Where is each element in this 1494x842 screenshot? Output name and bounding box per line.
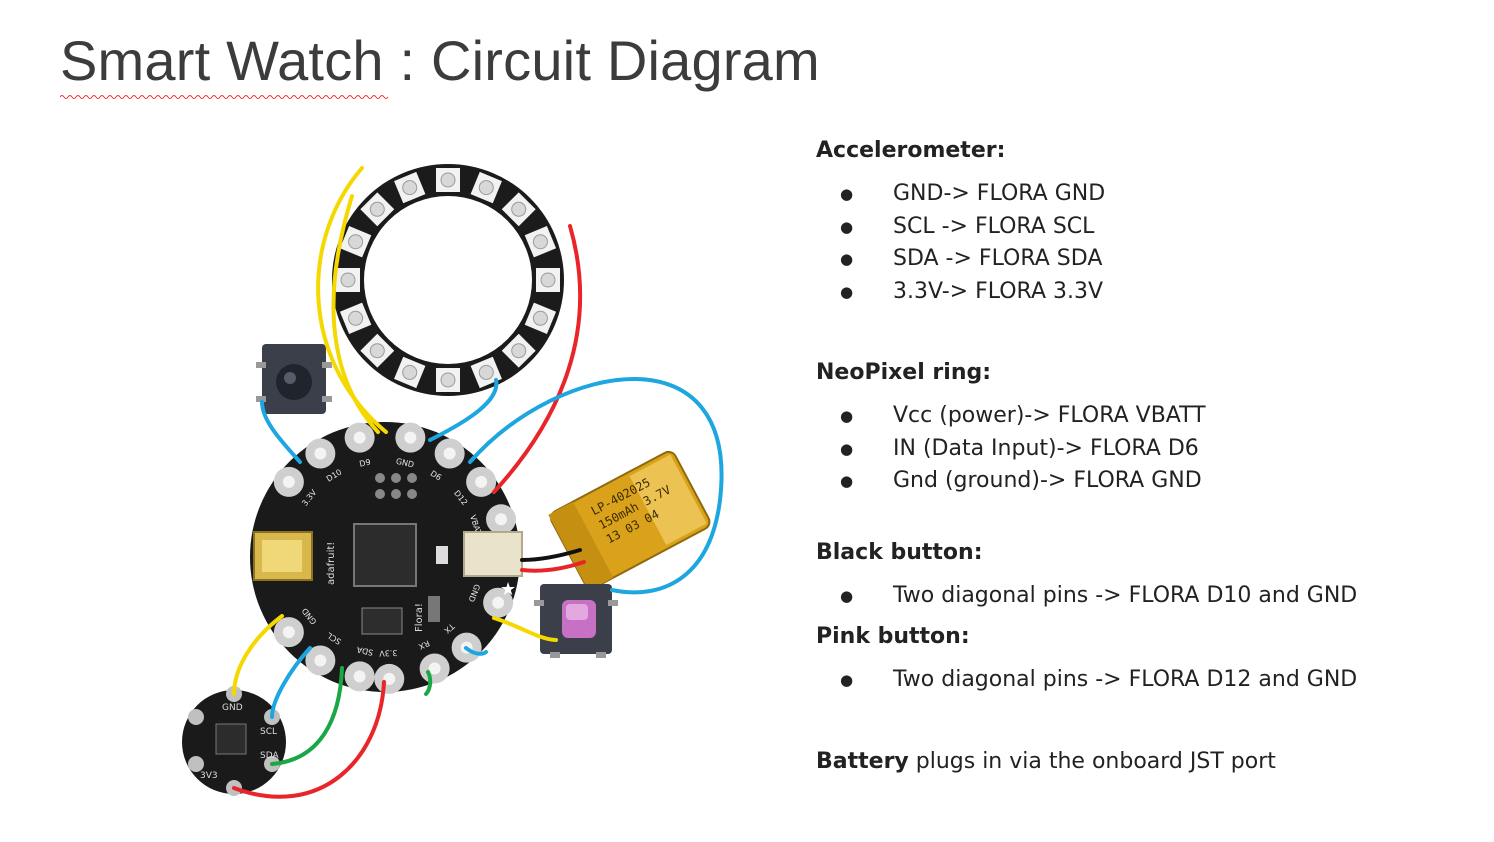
black-button	[256, 344, 332, 414]
section-black-button: Black button: Two diagonal pins -> FLORA…	[816, 538, 1456, 613]
accel-scl-label: SCL	[260, 727, 277, 737]
wire-green-accel	[270, 666, 344, 766]
wire-green-rx	[424, 670, 433, 696]
flora-pad-hole	[443, 447, 456, 460]
section-accelerometer: Accelerometer: GND-> FLORA GND SCL -> FL…	[816, 136, 1456, 308]
list-item: 3.3V-> FLORA 3.3V	[816, 276, 1456, 309]
list-item: IN (Data Input)-> FLORA D6	[816, 433, 1456, 466]
battery-note: Battery plugs in via the onboard JST por…	[816, 747, 1456, 777]
section-heading: NeoPixel ring:	[816, 360, 992, 385]
flora-pad-hole	[492, 596, 505, 609]
neopixel-led-lens	[348, 310, 364, 326]
list-item: SDA -> FLORA SDA	[816, 243, 1456, 276]
flora-pad-hole	[383, 672, 396, 685]
wire-blue-ring	[428, 378, 499, 442]
wire-yellow-ring-2	[331, 194, 380, 434]
neopixel-led-lens	[511, 343, 527, 359]
flora-pad-label: RX	[417, 638, 431, 651]
flora-pad-hole	[314, 447, 327, 460]
neopixel-led-lens	[369, 343, 385, 359]
battery-note-text: plugs in via the onboard JST port	[908, 748, 1276, 774]
section-pink-button: Pink button: Two diagonal pins -> FLORA …	[816, 622, 1456, 697]
pin-notes: Accelerometer: GND-> FLORA GND SCL -> FL…	[816, 136, 1456, 777]
flora-pad-hole	[495, 513, 508, 526]
wires	[232, 166, 724, 799]
pin-list: Vcc (power)-> FLORA VBATT IN (Data Input…	[816, 400, 1456, 498]
wire-yellow-pink	[492, 616, 558, 642]
list-item: Gnd (ground)-> FLORA GND	[816, 465, 1456, 498]
wire-blue-pink	[464, 646, 488, 656]
list-item: Vcc (power)-> FLORA VBATT	[816, 400, 1456, 433]
flora-pad-hole	[282, 475, 295, 488]
section-heading: Black button:	[816, 539, 983, 565]
flora-pad-hole	[475, 475, 488, 488]
pin-list: Two diagonal pins -> FLORA D12 and GND	[816, 664, 1456, 697]
neopixel-led-lens	[540, 272, 556, 288]
flora-pad-hole	[282, 626, 295, 639]
battery-note-bold: Battery	[816, 748, 909, 774]
flora-pad-hole	[428, 662, 441, 675]
section-heading: Accelerometer:	[816, 138, 1006, 163]
pin-list: Two diagonal pins -> FLORA D10 and GND	[816, 580, 1456, 613]
pin-list: GND-> FLORA GND SCL -> FLORA SCL SDA -> …	[816, 178, 1456, 308]
neopixel-led-lens	[478, 364, 494, 380]
neopixel-led-lens	[532, 234, 548, 250]
neopixel-led-lens	[440, 172, 456, 188]
neopixel-ring	[332, 164, 564, 396]
neopixel-led-lens	[440, 372, 456, 388]
neopixel-led-lens	[478, 180, 494, 196]
neopixel-led-lens	[402, 364, 418, 380]
flora-pad-label: GND	[395, 457, 415, 470]
neopixel-led-lens	[348, 234, 364, 250]
neopixel-led-lens	[340, 272, 356, 288]
flora-brand-label: adafruit!	[326, 542, 337, 585]
flora-pad-hole	[404, 431, 417, 444]
wire-red-accel	[232, 680, 386, 799]
star-icon: ★	[500, 579, 516, 600]
circuit-diagram: LP-402025 150mAh 3.7V 13 03 04 GNDD6D12V…	[182, 164, 724, 799]
neopixel-led-lens	[511, 201, 527, 217]
wire-yellow-accel	[232, 614, 284, 696]
lipo-battery: LP-402025 150mAh 3.7V 13 03 04	[548, 450, 711, 591]
flora-pad-label: 3.3V	[379, 648, 398, 658]
accelerometer-board: SCL SDA GND 3V3	[182, 686, 286, 796]
spellcheck-underline	[60, 95, 389, 99]
neopixel-led-lens	[402, 180, 418, 196]
flora-model-label: Flora!	[414, 603, 425, 632]
flora-pad-label: SDA	[355, 645, 374, 657]
pink-button	[534, 584, 618, 658]
neopixel-leds	[336, 168, 560, 392]
section-neopixel: NeoPixel ring: Vcc (power)-> FLORA VBATT…	[816, 358, 1456, 498]
list-item: SCL -> FLORA SCL	[816, 211, 1456, 244]
neopixel-led-lens	[369, 201, 385, 217]
flora-pad-hole	[314, 654, 327, 667]
page-title: Smart Watch : Circuit Diagram	[60, 29, 820, 92]
accel-sda-label: SDA	[260, 751, 279, 761]
flora-pad-label: D9	[359, 458, 372, 469]
wire-blue-accel	[270, 646, 312, 719]
flora-pad-hole	[353, 431, 366, 444]
accel-gnd-label: GND	[222, 703, 243, 713]
list-item: GND-> FLORA GND	[816, 178, 1456, 211]
flora-pad-hole	[353, 670, 366, 683]
wire-red-battery	[520, 560, 586, 573]
neopixel-led-lens	[532, 310, 548, 326]
list-item: Two diagonal pins -> FLORA D10 and GND	[816, 580, 1456, 613]
section-heading: Pink button:	[816, 624, 970, 649]
wire-red-ring	[492, 224, 583, 494]
wire-blue-black-button	[260, 400, 302, 464]
wire-blue-long	[468, 377, 724, 595]
wire-black-battery	[520, 548, 582, 562]
accel-3v-label: 3V3	[200, 771, 218, 781]
list-item: Two diagonal pins -> FLORA D12 and GND	[816, 664, 1456, 697]
